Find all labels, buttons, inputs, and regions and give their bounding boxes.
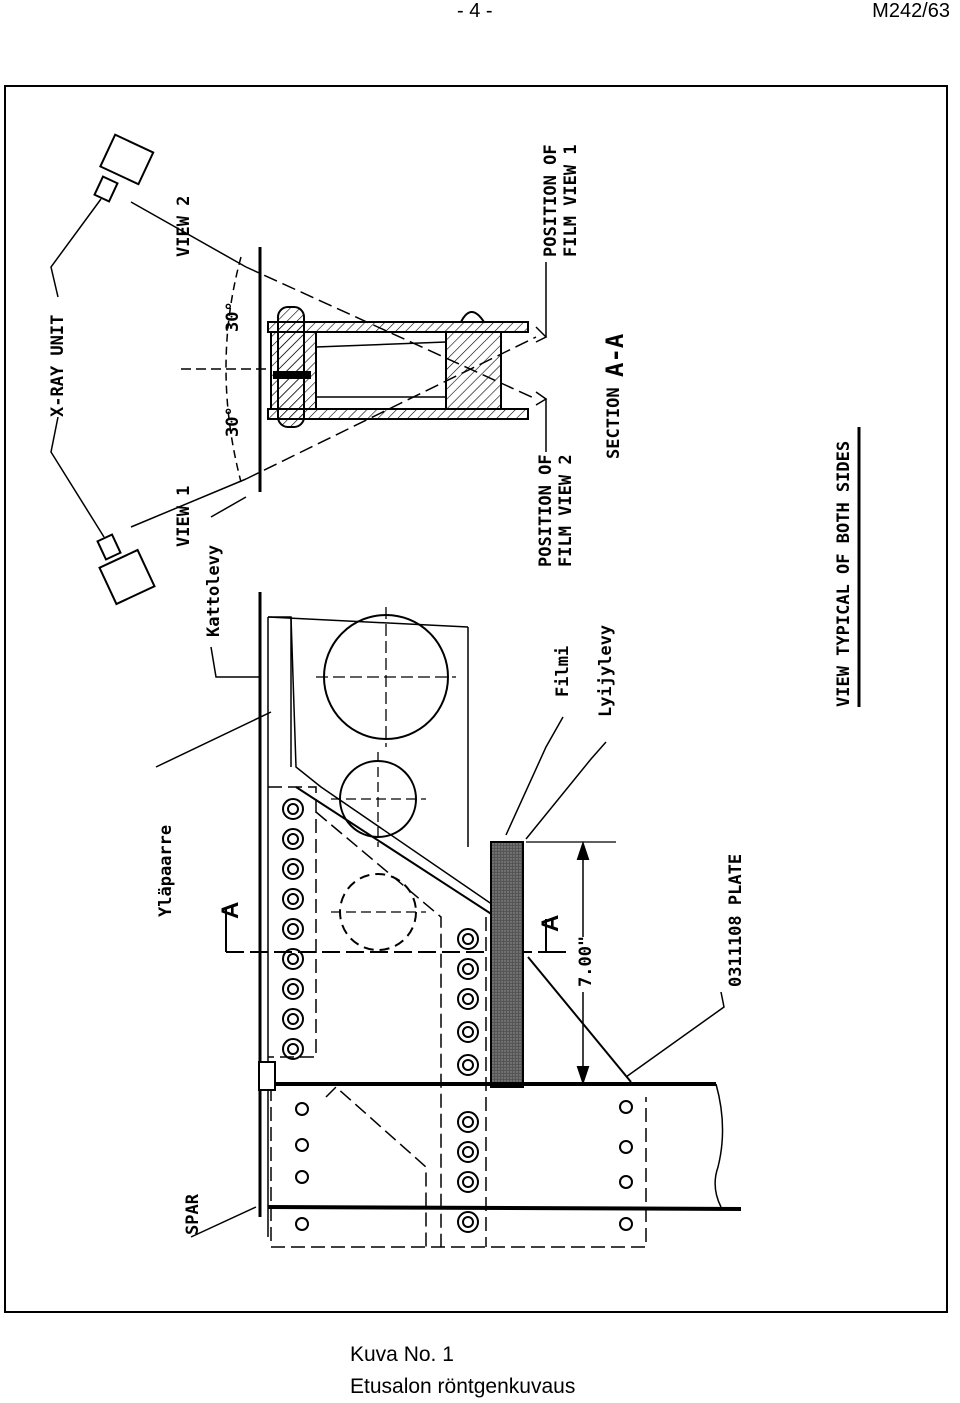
section-a-a-diagram [50, 133, 548, 606]
section-marker-left: A [217, 902, 244, 919]
label-dimension: 7.00" [576, 936, 596, 987]
label-lyijylevy: Lyijylevy [596, 625, 616, 717]
label-angle-left: 30° [223, 406, 243, 437]
label-position-film-view-2-b: FILM VIEW 2 [556, 454, 576, 567]
label-view-typical: VIEW TYPICAL OF BOTH SIDES [834, 441, 854, 707]
label-view-2: VIEW 2 [174, 196, 194, 257]
technical-drawing: X-RAY UNIT VIEW 2 VIEW 1 30° 30° POSITIO… [48, 133, 861, 1248]
section-marker-right: A [537, 915, 564, 932]
label-section-id: A-A [601, 333, 629, 377]
document-reference: M242/63 [872, 0, 950, 22]
label-filmi: Filmi [553, 646, 573, 697]
label-plate: 0311108 PLATE [726, 854, 746, 987]
label-ylapaarre: Yläpaarre [156, 825, 176, 917]
figure-caption-subtitle: Etusalon röntgenkuvaus [350, 1375, 576, 1398]
label-spar: SPAR [183, 1193, 203, 1235]
label-kattolevy: Kattolevy [204, 545, 224, 637]
label-section-word: SECTION [604, 387, 624, 459]
label-position-film-view-1-a: POSITION OF [541, 144, 561, 257]
label-view-1: VIEW 1 [174, 486, 194, 547]
xray-unit-upper [93, 133, 155, 203]
drawing-frame: X-RAY UNIT VIEW 2 VIEW 1 30° 30° POSITIO… [4, 85, 948, 1313]
label-position-film-view-2-a: POSITION OF [536, 454, 556, 567]
page-number: - 4 - [457, 0, 493, 22]
xray-unit-lower [96, 533, 156, 606]
side-view-diagram [155, 427, 861, 1248]
label-angle-right: 30° [223, 301, 243, 332]
rivet-holes [282, 798, 633, 1233]
figure-caption-title: Kuva No. 1 [350, 1343, 454, 1366]
label-position-film-view-1-b: FILM VIEW 1 [561, 144, 581, 257]
label-xray-unit: X-RAY UNIT [48, 315, 68, 417]
